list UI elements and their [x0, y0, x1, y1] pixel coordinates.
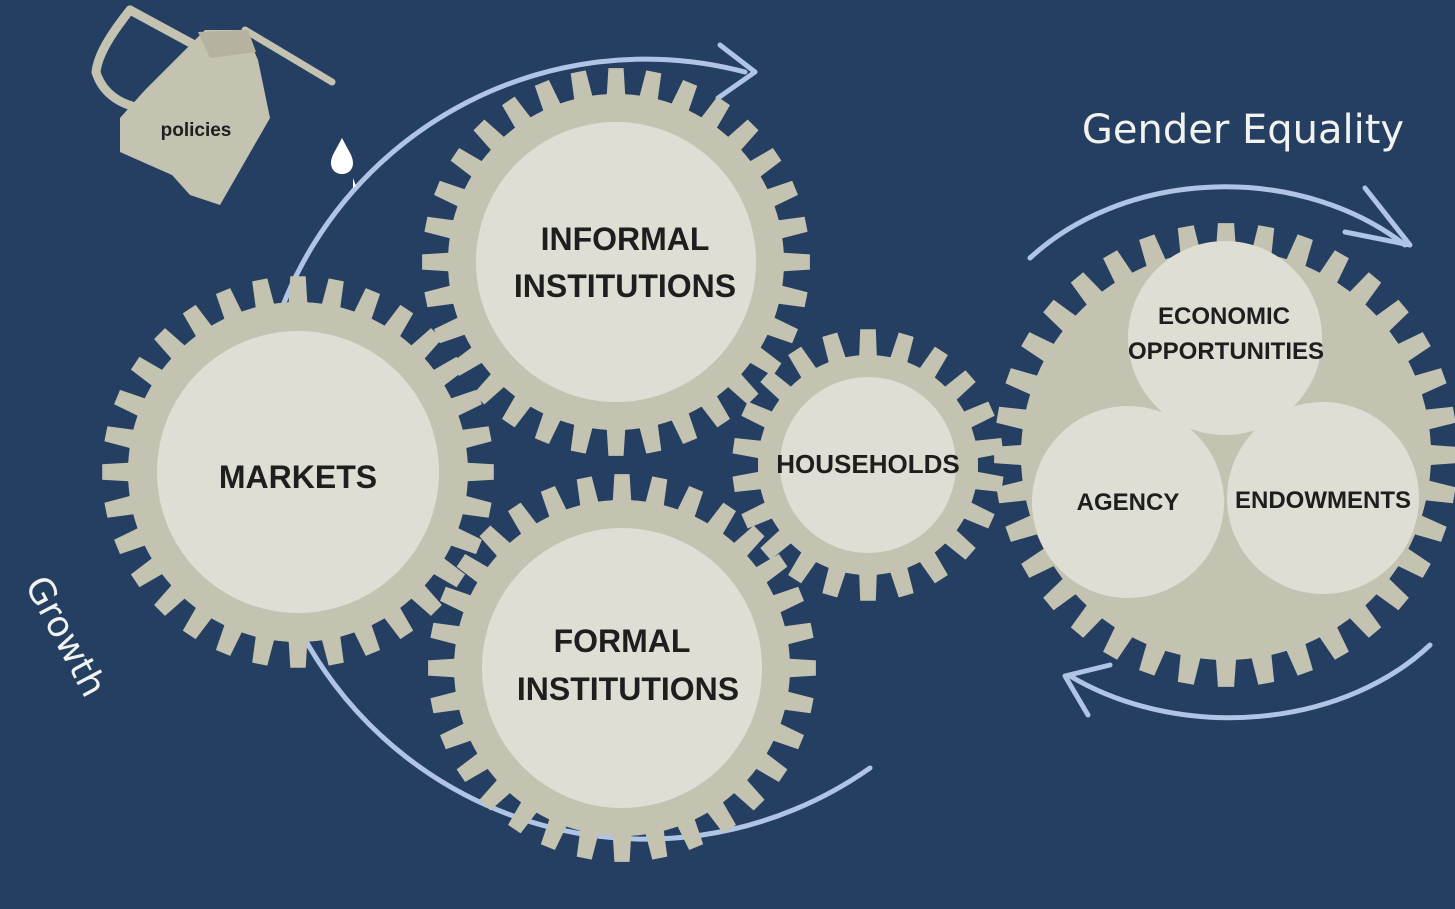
gender-equality-label: Gender Equality — [1082, 107, 1404, 153]
formal-label-line1: FORMAL — [554, 623, 691, 659]
gear-markets-face — [157, 331, 439, 613]
gender-arrowhead-bottom-icon — [1062, 662, 1113, 718]
small-oil-drop-icon — [353, 178, 356, 188]
economic-label-line2: OPPORTUNITIES — [1128, 338, 1324, 365]
agency-circle — [1032, 406, 1224, 598]
oil-can-icon — [91, 5, 336, 205]
gear-formal-face — [482, 528, 762, 808]
economic-label-line1: ECONOMIC — [1158, 303, 1290, 330]
formal-institutions-gear — [428, 474, 816, 862]
policies-label: policies — [161, 120, 232, 141]
households-gear — [732, 329, 1004, 601]
gear-informal-face — [476, 122, 756, 402]
households-label: HOUSEHOLDS — [776, 449, 959, 479]
informal-institutions-gear — [422, 68, 810, 456]
formal-label-line2: INSTITUTIONS — [517, 671, 739, 707]
markets-gear — [102, 276, 494, 668]
gender-cycle-arrow-bottom — [1067, 642, 1433, 721]
gender-arrowhead-top-icon — [1342, 185, 1413, 248]
informal-label-line2: INSTITUTIONS — [514, 268, 736, 304]
oil-drop-icon — [331, 138, 353, 174]
informal-label-line1: INFORMAL — [541, 221, 710, 257]
growth-label: Growth — [16, 569, 113, 703]
growth-arrowhead-icon — [715, 42, 758, 101]
gender-cycle-arrow-top — [1027, 184, 1408, 261]
gear-households-face — [780, 377, 956, 553]
agency-label: AGENCY — [1077, 489, 1180, 516]
endowments-circle — [1227, 402, 1419, 594]
markets-label: MARKETS — [219, 459, 377, 495]
endowments-label: ENDOWMENTS — [1235, 487, 1411, 514]
economic-opportunities-circle — [1128, 241, 1322, 435]
